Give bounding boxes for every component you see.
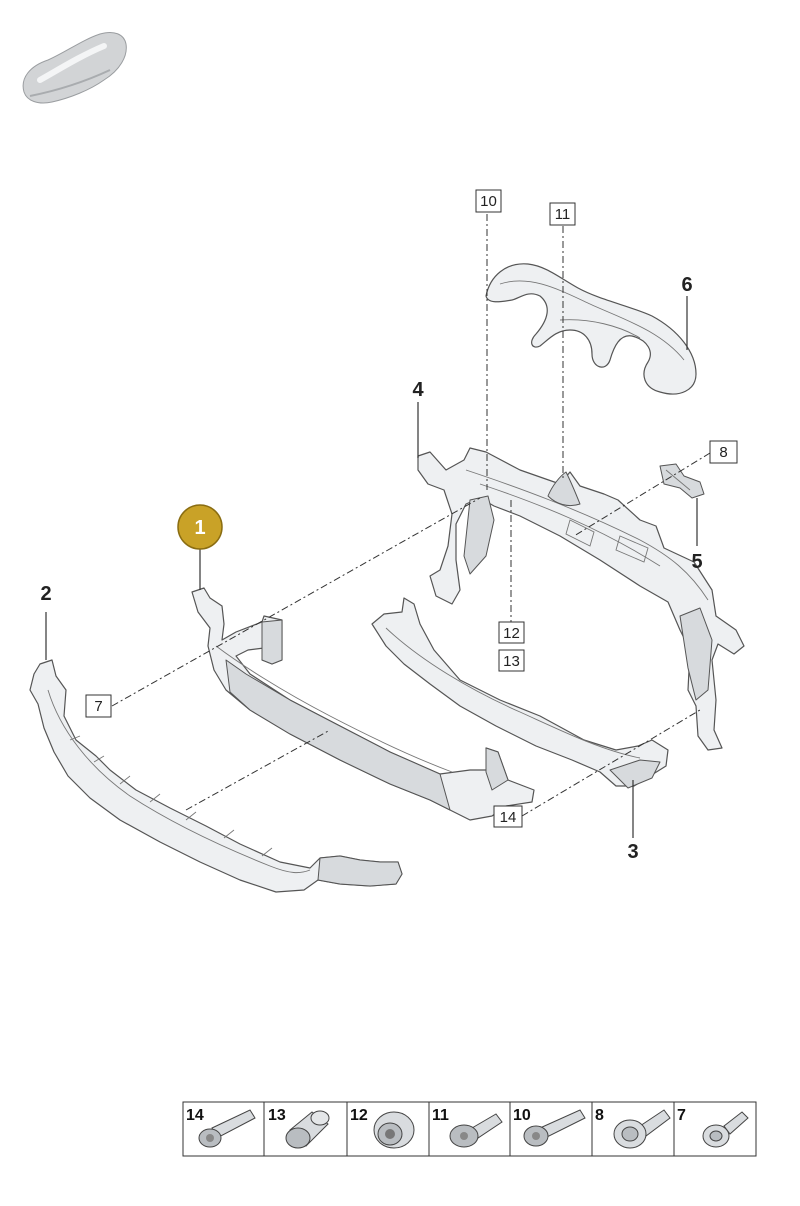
boxed-label-12[interactable]: 12 <box>498 621 525 644</box>
assembly-lines <box>111 214 711 817</box>
boxed-label-10[interactable]: 10 <box>475 189 502 213</box>
legend-label-11: 11 <box>432 1107 449 1124</box>
part-2-impact-absorber <box>29 659 403 893</box>
leader-lines <box>45 296 698 838</box>
callout-1-label: 1 <box>194 517 205 539</box>
part-1-bumper-reinforcement <box>191 587 535 821</box>
legend-label-12: 12 <box>350 1107 368 1124</box>
screw-7-icon <box>702 1111 749 1148</box>
boxed-label-10-text: 10 <box>480 193 497 210</box>
boxed-label-14-text: 14 <box>500 809 517 826</box>
callout-5-label[interactable]: 5 <box>691 551 702 573</box>
boxed-label-13-text: 13 <box>503 653 520 670</box>
bolt-11-icon <box>449 1113 503 1148</box>
part-4-front-carrier <box>417 447 745 751</box>
sleeve-13-icon <box>285 1110 330 1149</box>
screw-8-icon <box>613 1109 671 1149</box>
part-6-upper-cover <box>485 263 697 395</box>
boxed-label-7[interactable]: 7 <box>85 694 112 718</box>
legend-label-7: 7 <box>677 1107 686 1124</box>
callout-3-label[interactable]: 3 <box>627 841 638 863</box>
car-silhouette-icon <box>22 31 127 104</box>
boxed-label-8-text: 8 <box>719 444 727 461</box>
boxed-label-12-text: 12 <box>503 625 520 642</box>
callout-2-label[interactable]: 2 <box>40 583 51 605</box>
boxed-label-8[interactable]: 8 <box>709 440 738 464</box>
callout-6-label[interactable]: 6 <box>681 274 692 296</box>
boxed-label-11[interactable]: 11 <box>549 202 576 226</box>
legend-label-13: 13 <box>268 1107 286 1124</box>
callout-1-highlighted[interactable]: 1 <box>177 504 223 550</box>
hardware-legend: 14 13 12 11 10 8 7 <box>182 1101 757 1157</box>
boxed-label-7-text: 7 <box>94 698 102 715</box>
boxed-label-11-text: 11 <box>555 206 571 223</box>
legend-label-8: 8 <box>595 1107 604 1124</box>
legend-label-14: 14 <box>186 1107 204 1124</box>
part-5-bracket <box>659 463 705 499</box>
callout-4-label[interactable]: 4 <box>412 379 424 401</box>
part-3-lower-support <box>371 597 669 789</box>
bolt-14-icon <box>198 1109 256 1148</box>
bolt-10-icon <box>523 1109 586 1147</box>
grommet-12-icon <box>373 1111 415 1149</box>
boxed-label-14[interactable]: 14 <box>493 805 523 828</box>
boxed-label-13[interactable]: 13 <box>498 649 525 672</box>
legend-label-10: 10 <box>513 1107 531 1124</box>
